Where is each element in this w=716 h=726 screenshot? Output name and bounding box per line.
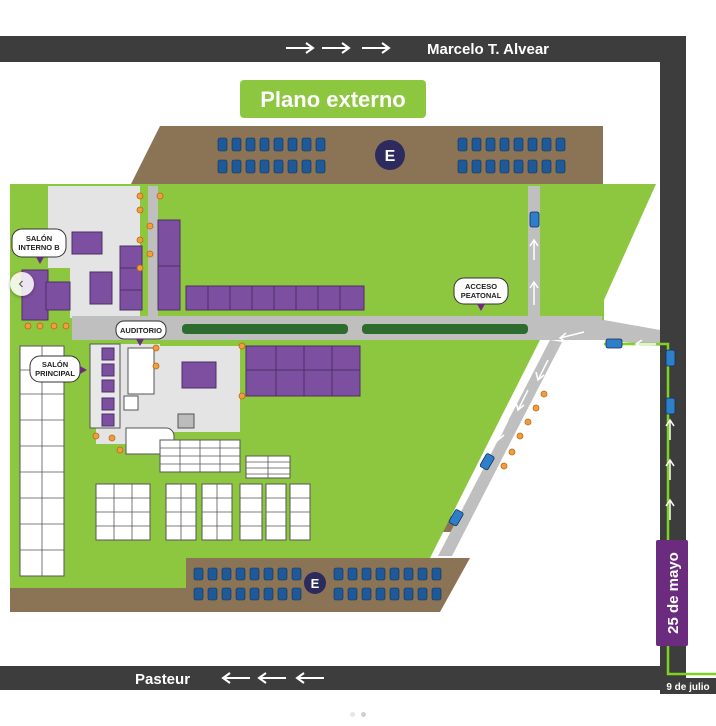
svg-text:AUDITORIO: AUDITORIO [120,326,162,335]
gray-square [177,413,195,429]
parking-bottom-right [333,567,442,601]
street-label-corner: 9 de julio [666,682,709,693]
buildings [21,219,365,397]
top-street-arrows [286,42,391,54]
carousel-dots [0,712,716,717]
street-label-right-bg [656,540,688,646]
svg-text:SALÓN: SALÓN [26,234,52,243]
parking-badge-bottom: E [304,572,326,594]
street-label-top: Marcelo T. Alvear [427,41,549,58]
auditorio-building [127,347,155,395]
parking-badge-top: E [375,140,405,170]
label-acceso-peatonal: ACCESO PEATONAL [453,277,509,311]
dirt-top [130,126,603,186]
route-arrows [634,339,675,520]
title-banner [240,80,426,118]
path-arrows [495,238,585,442]
svg-text:SALÓN: SALÓN [42,360,68,369]
label-auditorio: AUDITORIO [115,320,167,346]
svg-text:INTERNO B: INTERNO B [18,243,60,252]
grid-lines [20,346,310,576]
svg-text:E: E [311,576,320,591]
svg-text:PEATONAL: PEATONAL [461,291,502,300]
car-icons [448,211,676,527]
median-bar-left [182,324,348,334]
median-bar-right [362,324,528,334]
carousel-prev-button[interactable]: ‹ [10,272,34,296]
chevron-left-icon: ‹ [18,275,24,292]
salon-principal-rooms [101,347,115,427]
street-label-right: 25 de mayo [665,552,682,634]
label-salon-interno-b: SALÓN INTERNO B [11,228,67,264]
orange-markers [14,192,548,470]
street-label-corner-bg [660,678,716,694]
carousel-dot[interactable] [350,712,355,717]
parking-top-left [217,137,326,174]
svg-text:E: E [385,148,396,165]
gray-pad-center [160,346,240,432]
label-salon-principal: SALÓN PRINCIPAL [29,355,87,383]
street-bottom [0,666,686,690]
bottom-street-arrows [221,672,324,684]
map-title: Plano externo [260,87,405,112]
parking-top-right [457,137,566,174]
street-label-bottom: Pasteur [135,671,190,688]
parking-bottom-left [193,567,302,601]
svg-text:ACCESO: ACCESO [465,282,497,291]
svg-text:PRINCIPAL: PRINCIPAL [35,369,75,378]
carousel-dot-active[interactable] [361,712,366,717]
small-white-room [123,395,139,411]
